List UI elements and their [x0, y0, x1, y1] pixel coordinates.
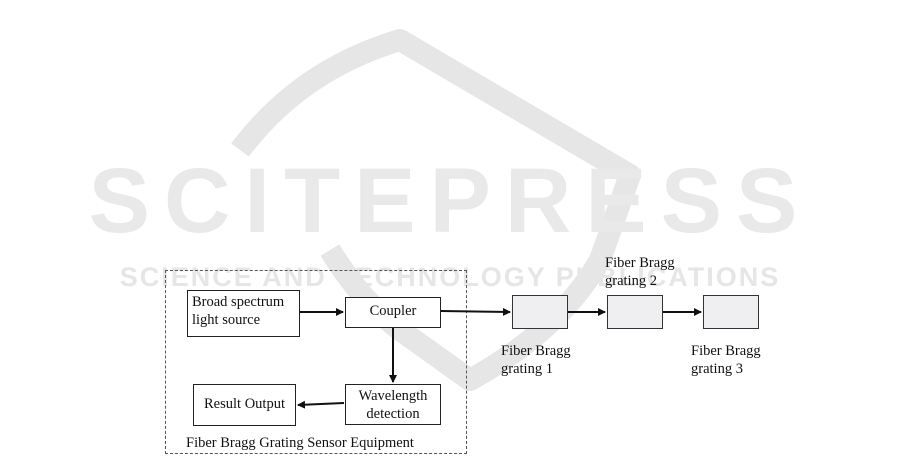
equipment-caption: Fiber Bragg Grating Sensor Equipment [186, 434, 414, 452]
grating-3-label: Fiber Bragg grating 3 [691, 342, 761, 378]
wavelength-detection-box: Wavelength detection [345, 384, 441, 425]
arrow-detection-to-output [298, 403, 344, 405]
arrow-coupler-to-grating-1 [441, 311, 510, 312]
result-output-box: Result Output [193, 384, 296, 426]
coupler-label: Coupler [346, 302, 440, 320]
broad-spectrum-light-source-box: Broad spectrum light source [187, 290, 300, 337]
broad-spectrum-light-source-label: Broad spectrum light source [192, 293, 299, 329]
fiber-bragg-grating-2 [607, 295, 663, 329]
fiber-bragg-grating-1 [512, 295, 568, 329]
coupler-box: Coupler [345, 297, 441, 328]
fiber-bragg-grating-3 [703, 295, 759, 329]
result-output-label: Result Output [194, 395, 295, 413]
grating-2-label: Fiber Bragg grating 2 [605, 254, 675, 290]
wavelength-detection-label: Wavelength detection [346, 387, 440, 423]
grating-1-label: Fiber Bragg grating 1 [501, 342, 571, 378]
